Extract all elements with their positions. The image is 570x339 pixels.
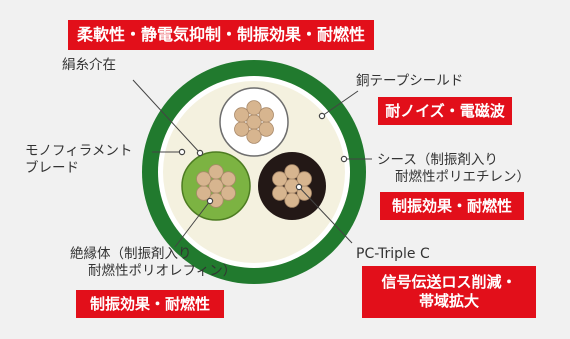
badge-conductor-line2: 帯域拡大 xyxy=(418,292,479,310)
label-monofilament-line1: モノフィラメント xyxy=(25,143,133,159)
strand-white-core xyxy=(246,100,262,116)
dot-conductor xyxy=(295,183,303,191)
label-copper-tape-shield: 銅テープシールド xyxy=(356,73,464,89)
title-badge: 柔軟性・静電気抑制・制振効果・耐燃性 xyxy=(68,20,374,50)
leader-dots xyxy=(178,112,348,205)
label-monofilament-line2: ブレード xyxy=(25,159,79,176)
label-sheath-line2: 耐燃性ポリエチレン） xyxy=(395,168,530,185)
label-insulator-line1: 絶縁体（制振剤入り xyxy=(70,246,192,262)
strand-green-core xyxy=(220,171,236,187)
leader-insulator xyxy=(174,200,211,248)
badge-noise-resistance: 耐ノイズ・電磁波 xyxy=(378,97,512,125)
leader-lines xyxy=(132,79,372,248)
dot-copper-shield xyxy=(318,112,326,120)
strand-green-core xyxy=(196,171,212,187)
label-sheath-line1: シース（制振剤入り xyxy=(377,152,498,168)
label-silk-filler: 絹糸介在 xyxy=(62,57,116,73)
dot-sheath xyxy=(340,155,348,163)
leader-conductor xyxy=(298,186,353,244)
dot-silk-filler xyxy=(196,149,204,157)
leader-silk-filler xyxy=(132,79,201,154)
strand-black-core xyxy=(284,192,300,208)
badge-conductor-line1: 信号伝送ロス削減・ xyxy=(381,273,517,292)
label-sheath: シース（制振剤入り 耐燃性ポリエチレン） xyxy=(377,152,530,186)
badge-insulator-damping: 制振効果・耐燃性 xyxy=(76,290,224,318)
strand-white-core xyxy=(234,121,250,137)
label-insulator: 絶縁体（制振剤入り 耐燃性ポリオレフィン） xyxy=(70,246,236,280)
label-insulator-line2: 耐燃性ポリオレフィン） xyxy=(88,262,237,279)
label-conductor: PC-Triple C xyxy=(356,246,430,262)
strand-white-core xyxy=(234,107,250,123)
strand-black-core xyxy=(272,185,288,201)
core-green-strands xyxy=(196,164,236,208)
badge-sheath-damping: 制振効果・耐燃性 xyxy=(380,192,524,220)
strand-black-core xyxy=(296,171,312,187)
dot-insulator xyxy=(206,197,214,205)
strand-white-core xyxy=(246,128,262,144)
core-black-strands xyxy=(272,164,312,208)
dot-monofilament xyxy=(178,148,186,156)
strand-white-core xyxy=(258,107,274,123)
label-monofilament-braid: モノフィラメント ブレード xyxy=(25,143,132,177)
core-white-strands xyxy=(234,100,274,144)
badge-conductor-benefit: 信号伝送ロス削減・ 帯域拡大 xyxy=(362,266,536,318)
strand-black-core xyxy=(272,171,288,187)
strand-green-core xyxy=(208,164,224,180)
strand-black-core xyxy=(284,164,300,180)
leader-copper-shield xyxy=(321,90,359,117)
